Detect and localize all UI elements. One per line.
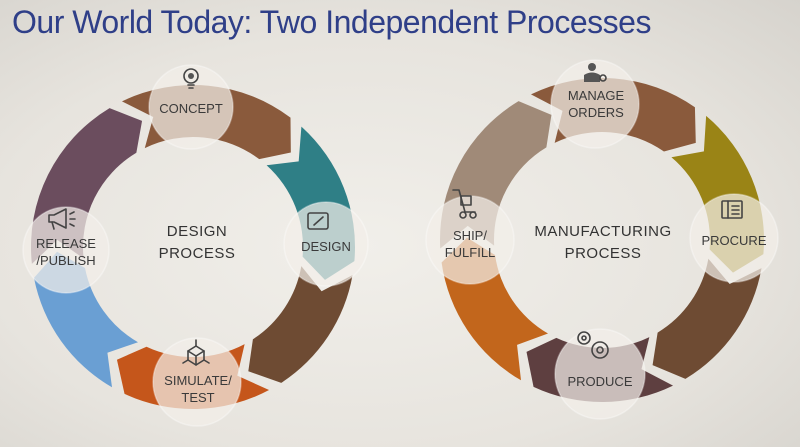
lightbulb-gear-icon: [183, 68, 199, 89]
release-label-2: /PUBLISH: [36, 253, 95, 268]
megaphone-icon: [48, 208, 76, 230]
concept-label: CONCEPT: [159, 101, 223, 116]
release-label-1: RELEASE: [36, 236, 96, 251]
simulate-label-2: TEST: [181, 390, 214, 405]
design-node: DESIGN: [283, 201, 369, 287]
manage-orders-label-2: ORDERS: [568, 105, 624, 120]
catalog-icon: [721, 200, 743, 219]
design-center-label-2: PROCESS: [159, 245, 236, 262]
hand-truck-icon: [452, 189, 477, 219]
procure-label: PROCURE: [701, 233, 766, 248]
ship-fulfill-node: SHIP/ FULFILL: [425, 189, 515, 285]
slide-title: Our World Today: Two Independent Process…: [12, 4, 651, 40]
person-gear-icon: [584, 63, 607, 82]
manufacturing-center-label-2: PROCESS: [565, 245, 642, 262]
concept-node: CONCEPT: [148, 64, 234, 150]
release-publish-node: RELEASE /PUBLISH: [22, 206, 110, 294]
tablet-icon: [307, 212, 329, 230]
manage-orders-node: MANAGE ORDERS: [550, 59, 640, 149]
procure-node: PROCURE: [689, 193, 779, 283]
design-arrow-segment-3: [248, 266, 353, 383]
gears-icon: [577, 331, 609, 359]
produce-node: PRODUCE: [554, 328, 646, 420]
cube-nodes-icon: [182, 339, 210, 366]
simulate-test-node: SIMULATE/ TEST: [152, 337, 242, 427]
manufacturing-arrow-segment-3: [652, 258, 762, 379]
manage-orders-label-1: MANAGE: [568, 88, 625, 103]
ship-label-2: FULFILL: [445, 245, 496, 260]
design-center-label-1: DESIGN: [167, 223, 228, 240]
ship-label-1: SHIP/: [453, 228, 487, 243]
produce-label: PRODUCE: [567, 374, 632, 389]
design-label: DESIGN: [301, 239, 351, 254]
manufacturing-center-label-1: MANUFACTURING: [534, 223, 671, 240]
simulate-label-1: SIMULATE/: [164, 373, 232, 388]
